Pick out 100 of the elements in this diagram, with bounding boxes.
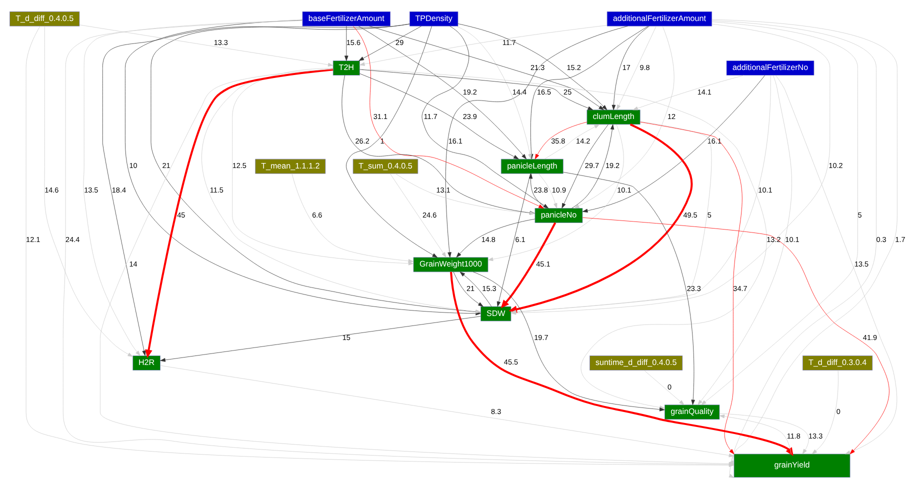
- edge-label: 21: [466, 283, 475, 292]
- arrow: [102, 23, 410, 356]
- edge-label: 0: [836, 406, 840, 416]
- edge-label: 14.8: [481, 234, 496, 244]
- edge-label: 13.3: [214, 38, 228, 47]
- arrow: [719, 414, 792, 454]
- arrow: [456, 218, 536, 257]
- node-box: panicleLength: [500, 158, 564, 174]
- edge-label: 15: [342, 332, 350, 342]
- node-box: T_d_diff_0.3.0.4: [802, 355, 873, 370]
- edge-label: 41.9: [862, 332, 878, 342]
- edge-label: 29.7: [584, 160, 600, 170]
- edge-label: 11.5: [210, 185, 224, 194]
- arrow: [488, 124, 624, 261]
- edge-label: 8.3: [491, 406, 502, 416]
- arrow: [632, 74, 744, 110]
- edge-label: 14.1: [697, 86, 712, 96]
- node-box: clumLength: [586, 109, 640, 124]
- edge-label: 24.4: [66, 234, 80, 244]
- edge-label: 18.4: [112, 185, 126, 194]
- node-box: SDW: [480, 306, 512, 321]
- edge-label: 14: [129, 258, 138, 268]
- arrow: [534, 121, 588, 159]
- edge-label: 24.6: [422, 210, 437, 219]
- edge-label: 19.2: [605, 160, 620, 170]
- arrow: [776, 74, 898, 454]
- arrow: [496, 172, 531, 306]
- node-box: T_d_diff_0.4.0.5: [10, 10, 80, 26]
- edge-label: 49.5: [683, 210, 698, 219]
- edge-label: 11.8: [786, 430, 800, 440]
- edge-label: 1: [380, 136, 384, 146]
- edge-label: 35.8: [551, 136, 566, 146]
- edge-label: 13.5: [854, 258, 869, 268]
- arrow: [572, 124, 614, 208]
- node-box: T_mean_1.1.1.2: [255, 158, 326, 174]
- edge-label: 17: [622, 62, 630, 72]
- arrow: [563, 171, 695, 404]
- arrow: [544, 124, 600, 159]
- node-box: suntime_d_diff_0.4.0.5: [590, 355, 683, 370]
- arrow: [360, 24, 608, 66]
- arrow: [358, 26, 526, 159]
- arrow: [145, 68, 334, 358]
- edge-label: 15.6: [346, 38, 361, 47]
- arrow: [538, 172, 558, 208]
- edge-label: 16.1: [448, 136, 462, 146]
- arrow: [719, 412, 809, 454]
- node-box: panicleNo: [534, 208, 583, 222]
- arrow: [460, 271, 492, 306]
- arrow: [79, 24, 334, 66]
- arrow: [701, 21, 858, 404]
- edge-label: 29: [396, 38, 404, 47]
- edge-label: 19.2: [462, 86, 477, 96]
- edge-label: 10.1: [617, 185, 632, 194]
- arrow: [612, 25, 650, 110]
- edge-label: 5: [858, 210, 862, 219]
- edge-label: 0.3: [876, 234, 886, 244]
- node-box: additionalFertilizerNo: [726, 60, 814, 75]
- arrow: [232, 67, 414, 265]
- arrow: [360, 68, 594, 110]
- node-box: baseFertilizerAmount: [302, 10, 391, 26]
- arrow: [83, 20, 303, 356]
- edge-label: 19.7: [534, 332, 548, 342]
- arrow: [458, 23, 608, 110]
- edge-label: 10: [129, 160, 138, 170]
- edge-label: 16.1: [707, 136, 722, 146]
- arrow: [562, 124, 608, 208]
- arrow: [422, 25, 549, 208]
- node-box: grainQuality: [664, 404, 720, 420]
- node-box: additionalFertilizerAmount: [606, 10, 712, 26]
- arrow: [812, 370, 838, 454]
- arrow: [640, 121, 742, 454]
- arrow: [346, 25, 438, 258]
- arrow: [360, 72, 519, 159]
- edge-label: 23.9: [462, 111, 477, 120]
- arrow: [44, 25, 133, 356]
- edge-label: 10.9: [552, 185, 566, 194]
- edge-label: 12.5: [232, 160, 246, 170]
- edge-label: 21.3: [530, 62, 545, 72]
- edge-label: 45.1: [536, 258, 550, 268]
- arrow: [456, 25, 532, 159]
- arrow: [369, 25, 604, 110]
- edge-label: 16.5: [536, 86, 552, 96]
- node-box: grainYield: [734, 453, 850, 478]
- arrow: [574, 25, 674, 208]
- arrow: [453, 271, 484, 306]
- edge-label: 31.1: [373, 111, 388, 120]
- edge-label: 14.6: [44, 185, 59, 194]
- arrow: [582, 74, 766, 212]
- arrow: [500, 222, 556, 308]
- arrow: [528, 172, 547, 208]
- arrow: [644, 370, 684, 404]
- arrow: [445, 25, 628, 257]
- arrow: [160, 364, 734, 457]
- edge-label: 14.4: [512, 86, 527, 96]
- edge-label: 1.7: [895, 234, 906, 244]
- edge-label: 14.2: [576, 136, 590, 146]
- edge-label: 13.5: [84, 185, 98, 194]
- edge-label: 13.3: [808, 430, 823, 440]
- node-box: T2H: [332, 60, 360, 75]
- edge-label: 11.7: [424, 111, 438, 120]
